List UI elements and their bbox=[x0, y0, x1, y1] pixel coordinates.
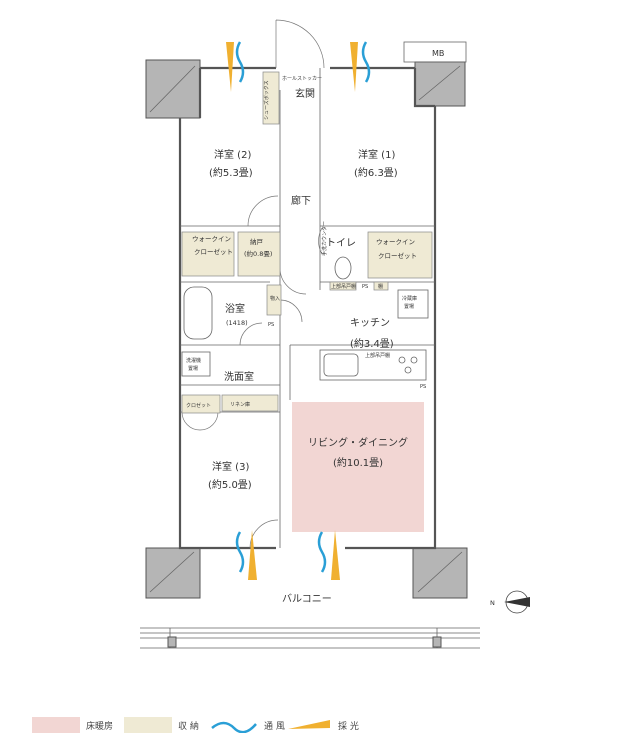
legend-label: 採 光 bbox=[338, 721, 359, 732]
storage-nando bbox=[237, 231, 281, 277]
svg-text:手洗カウンター: 手洗カウンター bbox=[321, 221, 328, 256]
room-washroom-name: 洗面室 bbox=[224, 370, 254, 383]
pillar-bottom-right bbox=[412, 547, 468, 599]
room-toilet-name: トイレ bbox=[326, 238, 356, 249]
storage-linen bbox=[221, 394, 279, 412]
svg-text:シューズボックス: シューズボックス bbox=[263, 80, 270, 120]
floor-heating-area bbox=[292, 402, 424, 532]
light-arrow-top-left bbox=[226, 41, 245, 92]
kitchen-counter bbox=[319, 349, 427, 381]
storage-wic-left bbox=[181, 231, 235, 277]
legend-swatch-storage bbox=[124, 717, 172, 733]
room-kitchen-size: (約3.4畳) bbox=[350, 337, 394, 350]
room-bath-size: (1418) bbox=[226, 319, 248, 327]
kitchen-sink bbox=[323, 353, 359, 377]
light-icon bbox=[288, 720, 330, 729]
svg-text:クロゼット: クロゼット bbox=[186, 402, 211, 409]
ps-label: PS bbox=[268, 322, 274, 328]
compass-label: N bbox=[490, 599, 495, 607]
wind-icon bbox=[211, 721, 257, 733]
svg-text:冷蔵庫: 冷蔵庫 bbox=[402, 295, 417, 302]
svg-text:納戸: 納戸 bbox=[250, 237, 264, 246]
legend-floor-heating: 床暖房 bbox=[32, 716, 113, 734]
svg-text:(約0.8畳): (約0.8畳) bbox=[244, 249, 272, 258]
balcony-rail bbox=[140, 627, 480, 649]
light-arrow-top-right bbox=[350, 41, 371, 92]
room-western3-name: 洋室 (3) bbox=[212, 460, 249, 473]
svg-text:ウォークイン: ウォークイン bbox=[192, 235, 231, 243]
pillar-bottom-left bbox=[145, 547, 201, 599]
svg-text:上部吊戸棚: 上部吊戸棚 bbox=[331, 283, 356, 290]
bathtub bbox=[183, 286, 213, 340]
legend-swatch-floor-heating bbox=[32, 717, 80, 733]
compass: N bbox=[490, 590, 530, 614]
svg-text:リネン庫: リネン庫 bbox=[230, 401, 250, 408]
legend-storage: 収 納 bbox=[124, 716, 199, 734]
storage-shoebox bbox=[262, 71, 280, 125]
pillar-top-right bbox=[414, 61, 466, 107]
svg-text:上部吊戸棚: 上部吊戸棚 bbox=[365, 352, 390, 359]
room-western3-size: (約5.0畳) bbox=[208, 478, 252, 491]
room-western2-size: (約5.3畳) bbox=[209, 166, 253, 179]
room-hallway-name: 廊下 bbox=[291, 194, 311, 207]
storage-tana bbox=[373, 281, 389, 291]
svg-text:置場: 置場 bbox=[404, 303, 414, 310]
room-western1-size: (約6.3畳) bbox=[354, 166, 398, 179]
storage-closet bbox=[181, 394, 221, 414]
stove-burner bbox=[398, 356, 406, 364]
ps-label: PS bbox=[362, 284, 368, 290]
room-western2-name: 洋室 (2) bbox=[214, 148, 251, 161]
svg-text:棚: 棚 bbox=[378, 283, 383, 290]
legend-label: 収 納 bbox=[178, 721, 199, 732]
entrance-door bbox=[275, 19, 325, 69]
room-bath-name: 浴室 bbox=[225, 302, 245, 315]
svg-text:ウォークイン: ウォークイン bbox=[376, 238, 415, 246]
legend-label: 床暖房 bbox=[86, 721, 114, 732]
washer-space bbox=[181, 351, 211, 377]
fridge-space bbox=[397, 289, 429, 319]
svg-text:クローゼット: クローゼット bbox=[378, 251, 417, 260]
light-arrow-bottom-right bbox=[317, 530, 340, 580]
storage-toilet-upper bbox=[329, 281, 357, 291]
svg-text:ホールストッカー: ホールストッカー bbox=[282, 76, 322, 82]
legend-light: 採 光 bbox=[286, 716, 359, 734]
light-arrow-bottom-left bbox=[235, 530, 257, 580]
toilet-fixture bbox=[334, 256, 352, 280]
svg-text:置場: 置場 bbox=[188, 365, 198, 372]
svg-text:クローゼット: クローゼット bbox=[194, 247, 233, 256]
room-western1-name: 洋室 (1) bbox=[358, 148, 395, 161]
room-kitchen-name: キッチン bbox=[350, 317, 390, 329]
room-entrance-name: 玄関 bbox=[295, 87, 315, 100]
legend-label: 通 風 bbox=[264, 721, 285, 732]
room-living-size: (約10.1畳) bbox=[333, 456, 383, 469]
svg-text:洗濯機: 洗濯機 bbox=[186, 357, 201, 364]
room-balcony-name: バルコニー bbox=[282, 593, 332, 605]
mb-label: MB bbox=[432, 49, 444, 58]
legend-wind: 通 風 bbox=[210, 716, 285, 734]
room-living-name: リビング・ダイニング bbox=[308, 436, 408, 449]
storage-wic-right bbox=[367, 231, 433, 279]
mb-box bbox=[403, 41, 467, 63]
svg-text:物入: 物入 bbox=[270, 295, 280, 302]
storage-monoire bbox=[266, 284, 282, 316]
ps-label: PS bbox=[420, 384, 426, 390]
